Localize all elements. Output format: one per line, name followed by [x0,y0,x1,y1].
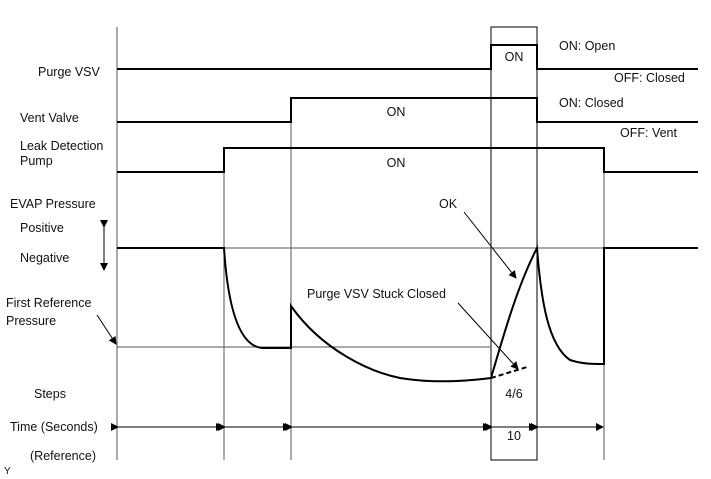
stuck-closed-arrow [457,302,519,370]
evap-pressure-curve [117,244,698,383]
leak-pump-signal [117,147,698,173]
vertical-gridlines [116,27,605,460]
step-4-window [490,26,538,461]
vent-on-label: ON [387,105,406,119]
first-reference-arrow [96,314,117,345]
pump-on-label: ON [387,156,406,170]
step-label: 4/6 [505,387,522,401]
purge-vsv-signal [117,44,698,70]
leak-pump-label-line1: Leak Detection [20,139,103,153]
corner-code: Y [4,466,11,477]
time-value-label: 10 [507,429,521,443]
purge-on-meaning: ON: Open [559,39,615,53]
stuck-closed-dashed-line [490,366,528,379]
evap-pressure-label: EVAP Pressure [10,197,96,211]
stuck-closed-label: Purge VSV Stuck Closed [307,287,446,301]
vent-valve-signal [117,97,698,123]
vent-off-meaning: OFF: Vent [620,126,677,140]
steps-label: Steps [34,387,66,401]
first-reference-label-line1: First Reference [6,296,91,310]
ok-label: OK [439,197,458,211]
purge-vsv-label: Purge VSV [38,65,101,79]
purge-on-label: ON [505,50,524,64]
first-reference-label-line2: Pressure [6,314,56,328]
positive-label: Positive [20,221,64,235]
negative-label: Negative [20,251,69,265]
vent-valve-label: Vent Valve [20,111,79,125]
ok-arrow [463,211,517,279]
vent-on-meaning: ON: Closed [559,96,624,110]
time-label: Time (Seconds) [10,420,98,434]
reference-label: (Reference) [30,449,96,463]
purge-off-meaning: OFF: Closed [614,71,685,85]
leak-pump-label-line2: Pump [20,154,53,168]
